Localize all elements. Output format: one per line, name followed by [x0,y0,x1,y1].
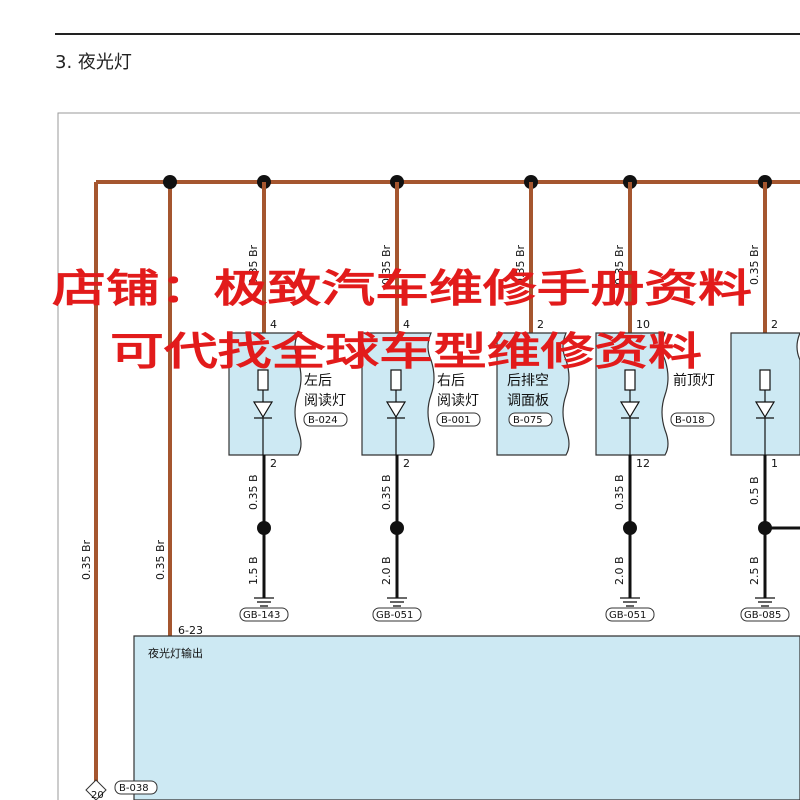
lamp-name-line1: 左后 [304,373,332,389]
branch-front-dome-lamp: 0.35 Br 10 前顶灯 B-018 12 0.35 B 2.0 B GB-… [595,175,715,622]
branch-right-rear-reading-lamp: 0.35 Br 4 右后 阅读灯 B-001 2 0.35 B 2.0 B GB… [361,175,481,622]
resistor-icon [759,369,771,391]
lamp-name-line1: 前顶灯 [673,372,715,389]
lamp-module [361,332,435,456]
splice-dot [623,521,637,535]
panel-name-line2: 调面板 [507,393,549,409]
connector-box [670,412,715,427]
feed-wire-label: 0.35 Br [613,244,626,285]
ground-symbol-icon [254,597,274,607]
input-wire-label: 0.35 Br [154,539,167,580]
ground-point-label: GB-051 [609,610,646,621]
splice-dot [163,175,177,189]
top-pin-label: 2 [771,318,778,331]
connector-label: B-075 [513,415,543,426]
left-bus-wire-label: 0.35 Br [80,539,93,580]
lamp-name-line2: 阅读灯 [304,392,346,409]
bottom-pin-label: 2 [270,457,277,470]
connector-label: B-018 [675,415,705,426]
ecu-module [133,635,800,800]
ground-wire-label: 2.0 B [613,556,626,585]
ground-pin-label: 20 [91,790,104,800]
ground-point-box [605,607,655,622]
connector-box [508,412,553,427]
branch-left-rear-reading-lamp: 0.35 Br 4 左后 阅读灯 B-024 2 0.35 B 1.5 B GB… [228,175,348,622]
feed-wire-label: 0.35 Br [247,244,260,285]
connector-box [436,412,481,427]
lamp-name-line2: 阅读灯 [437,392,479,409]
ground-connector-box [114,780,158,795]
connector-label: B-024 [308,415,338,426]
connector-box [303,412,348,427]
ground-pin-diamond [85,779,107,800]
ground-point-box [740,607,790,622]
panel-name-line1: 后排空 [507,373,549,389]
lamp-module [228,332,302,456]
feed-wire-label: 0.35 Br [748,244,761,285]
ground-point-label: GB-143 [243,610,280,621]
branch-right-lamp: 0.35 Br 2 1 0.5 B 2.5 B GB-085 [730,175,800,622]
ground-symbol-icon [387,597,407,607]
ground-point-label: GB-085 [744,610,781,621]
ecu-label: 夜光灯输出 [148,646,203,660]
bottom-wire-label: 0.35 B [613,474,626,510]
lamp-name-line1: 右后 [437,373,465,389]
bottom-pin-label: 2 [403,457,410,470]
ground-wire-label: 2.5 B [748,556,761,585]
top-pin-label: 4 [270,318,277,331]
led-icon [619,401,641,419]
connector-label: B-001 [441,415,471,426]
header-rule [55,33,800,35]
top-pin-label: 10 [636,318,650,331]
led-icon [252,401,274,419]
feed-wire-label: 0.35 Br [380,244,393,285]
bottom-pin-label: 1 [771,457,778,470]
watermark-line1: 店铺：极致汽车维修手册资料 [52,267,752,312]
lamp-module [595,332,669,456]
bottom-pin-label: 12 [636,457,650,470]
led-icon [754,401,776,419]
ground-point-box [239,607,289,622]
led-icon [385,401,407,419]
ground-point-label: GB-051 [376,610,413,621]
input-pin-label: 6-23 [178,624,203,637]
ground-symbol-icon [755,597,775,607]
ground-connector-label: B-038 [119,783,149,794]
ground-wire-label: 1.5 B [247,556,260,585]
page-title: 3. 夜光灯 [55,52,132,73]
top-pin-label: 2 [537,318,544,331]
ground-point-box [372,607,422,622]
top-pin-label: 4 [403,318,410,331]
watermark-line2: 可代找全球车型维修资料 [110,330,702,375]
bottom-wire-label: 0.5 B [748,476,761,505]
bottom-wire-label: 0.35 B [247,474,260,510]
splice-dot [390,521,404,535]
splice-dot [257,521,271,535]
diagram-frame [57,112,800,800]
ground-symbol-icon [620,597,640,607]
feed-wire-label: 0.35 Br [514,244,527,285]
branch-rear-ac-panel: 0.35 Br 2 后排空 调面板 B-075 [496,175,570,456]
ground-wire-label: 2.0 B [380,556,393,585]
bottom-wire-label: 0.35 B [380,474,393,510]
